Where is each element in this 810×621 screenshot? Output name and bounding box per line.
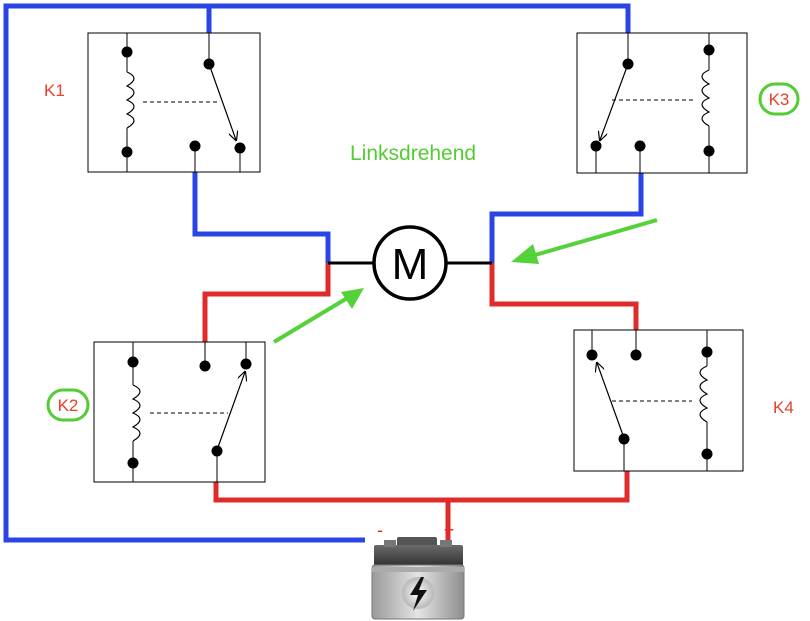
relay-k4-box: [573, 329, 744, 472]
relay-k3-coil: [701, 69, 711, 127]
negative-wire-k1-motor: [192, 172, 331, 263]
lightning-icon: [410, 577, 427, 611]
relay-k2-switch: [216, 372, 245, 451]
negative-wire-main: [3, 3, 631, 543]
positive-wire-bottom: [213, 471, 630, 503]
relay-k2-box: [93, 341, 266, 483]
flow-arrow-right-motor-icon: [511, 218, 658, 264]
relay-k2: [93, 341, 266, 483]
battery-minus-label: -: [377, 520, 383, 540]
relay-k4-coil: [699, 365, 709, 423]
positive-wire-k2-motor: [202, 263, 331, 342]
motor-label: M: [392, 240, 429, 289]
relay-k1-label: K1: [44, 81, 65, 100]
relay-k1-coil: [125, 71, 135, 129]
relay-k4-switch: [597, 363, 625, 439]
diagram-title: Linksdrehend: [350, 142, 476, 165]
negative-wires: [3, 3, 644, 543]
relay-k2-coil: [131, 384, 141, 442]
flow-arrow-k2-motor-icon: [272, 288, 364, 344]
relay-k3-label: K3: [769, 90, 790, 109]
motor: M: [328, 225, 492, 301]
relay-k2-badge: K2: [46, 388, 90, 422]
current-flow-arrows: [272, 218, 658, 344]
relay-k3-badge: K3: [758, 82, 800, 116]
battery-icon: [371, 537, 465, 620]
relay-k3-box: [576, 32, 748, 174]
relay-k1-switch: [208, 63, 236, 140]
relay-k2-label: K2: [58, 396, 79, 415]
positive-wires: [202, 263, 639, 540]
relay-k4: [573, 329, 744, 472]
relay-k3-switch: [600, 63, 629, 140]
relay-k4-label: K4: [773, 398, 794, 417]
relay-k3: [576, 32, 748, 174]
battery-plus-label: +: [444, 520, 455, 540]
negative-wire-k3-motor: [489, 172, 644, 263]
motor-circle: [372, 225, 448, 301]
relay-k1: [87, 32, 261, 173]
positive-wire-k4-motor: [489, 263, 639, 330]
